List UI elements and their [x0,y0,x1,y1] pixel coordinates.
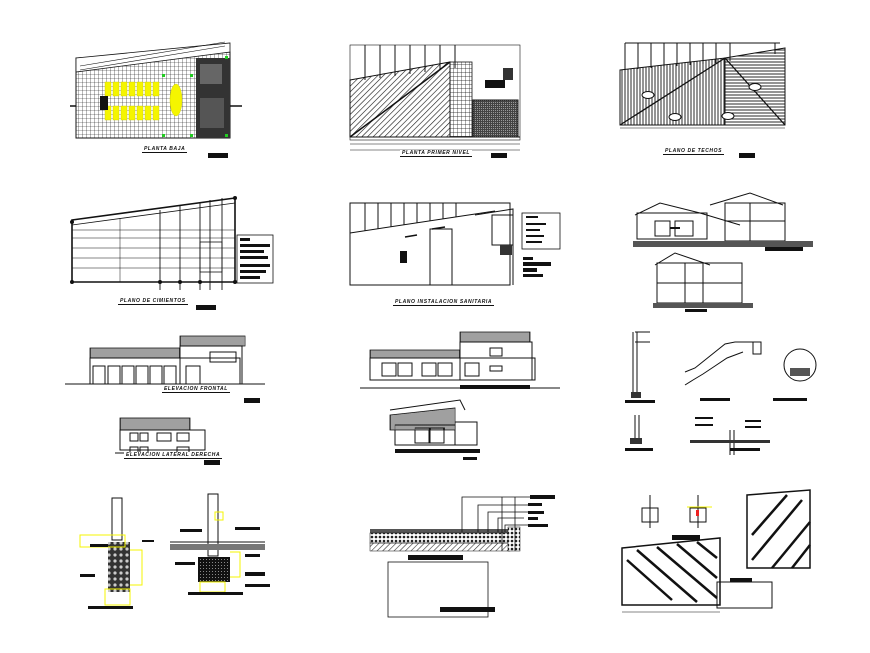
drawing-detalles-escalera [615,330,820,460]
drawing-plano-de-cimientos: PLANO DE CIMIENTOS [60,190,285,315]
drawing-detalles-cimiento [70,492,280,617]
drawing-elevacion-frontal: ELEVACION FRONTAL ELEVACION LATERAL DERE… [60,330,280,470]
drawing-title: PLANTA BAJA [142,146,188,153]
floor-plan-ground-graphic [70,41,242,139]
scale-bar [244,398,260,403]
drawing-plano-de-techos: PLANO DE TECHOS [615,40,795,160]
drawing-title: PLANO DE CIMIENTOS [118,298,188,305]
drawing-cortes [615,185,815,320]
drawing-plano-instalacion-sanitaria: PLANO INSTALACION SANITARIA [345,195,561,315]
drawing-detalle-techo [612,489,827,625]
roof-truss-details-graphic [621,489,811,613]
drawing-title: PLANO INSTALACION SANITARIA [393,299,495,306]
plumbing-plan-graphic [349,202,561,286]
scale-bar [208,153,228,158]
floor-plan-first-level-graphic [349,44,521,151]
floor-detail-graphic [369,495,555,618]
drawing-title: PLANO DE TECHOS [663,148,725,155]
scale-bar [491,153,507,158]
drawing-detalle-piso [350,487,570,622]
foundation-details-graphic [79,493,270,609]
drawing-planta-baja: PLANTA BAJA [70,38,245,158]
elevation-rear-graphic [360,331,560,460]
sections-graphic [633,192,813,312]
roof-plan-graphic [619,42,786,129]
drawing-elevaciones-posterior [360,330,560,465]
foundation-plan-graphic [70,196,274,290]
scale-bar [204,460,220,465]
scale-bar [196,305,216,310]
scale-bar [739,153,755,158]
elevation-front-graphic [65,335,265,454]
stair-details-graphic [625,331,817,455]
drawing-title: PLANTA PRIMER NIVEL [400,150,473,157]
drawing-planta-primer-nivel: PLANTA PRIMER NIVEL [345,40,525,160]
drawing-title: ELEVACION LATERAL DERECHA [124,452,223,459]
drawing-title: ELEVACION FRONTAL [162,386,230,393]
